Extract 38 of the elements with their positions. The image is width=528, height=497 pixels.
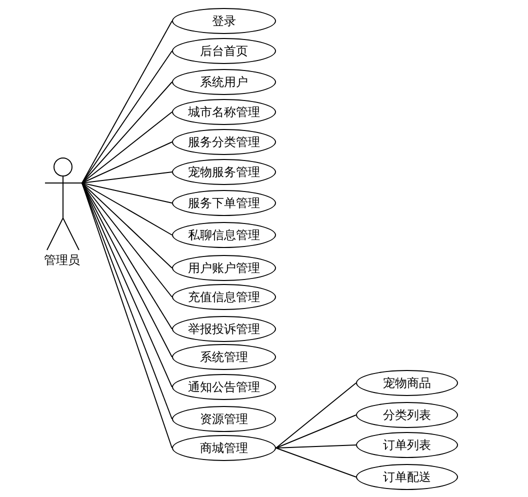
use-case-label: 私聊信息管理 [188, 228, 260, 242]
use-case-ellipse [172, 435, 276, 461]
use-case-ellipse [172, 406, 276, 432]
actor-label: 管理员 [44, 252, 80, 268]
association-line [82, 182, 172, 268]
association-line [82, 82, 172, 184]
use-case-label: 城市名称管理 [188, 105, 260, 119]
use-case-label: 用户账户管理 [188, 261, 260, 275]
use-case-label: 通知公告管理 [188, 380, 260, 394]
association-line [276, 444, 356, 448]
association-line [82, 172, 172, 184]
association-line [276, 382, 356, 448]
use-case-label: 系统管理 [200, 350, 248, 364]
use-case-label: 商城管理 [200, 441, 248, 455]
use-case-label: 宠物商品 [383, 376, 431, 390]
use-case-label: 服务下单管理 [188, 196, 260, 210]
use-case-label: 登录 [212, 14, 236, 28]
use-case-label: 资源管理 [200, 412, 248, 426]
use-case-label: 服务分类管理 [188, 135, 260, 149]
use-case-ellipse [172, 374, 276, 400]
association-line [82, 182, 172, 236]
use-case-label: 举报投诉管理 [188, 322, 260, 336]
association-line [82, 20, 172, 184]
association-line [276, 448, 356, 478]
association-line [82, 112, 172, 184]
use-case-label: 后台首页 [200, 44, 248, 58]
association-line [82, 182, 172, 204]
use-case-label: 订单列表 [383, 438, 431, 452]
use-case-ellipse [172, 344, 276, 370]
association-line [82, 142, 172, 184]
association-line [82, 182, 172, 298]
use-case-label: 分类列表 [383, 408, 431, 422]
use-case-label: 宠物服务管理 [188, 165, 260, 179]
use-case-label: 系统用户 [200, 75, 248, 89]
use-case-label: 充值信息管理 [188, 290, 260, 304]
association-line [276, 414, 356, 448]
association-line [82, 50, 172, 184]
use-case-label: 订单配送 [383, 470, 431, 484]
